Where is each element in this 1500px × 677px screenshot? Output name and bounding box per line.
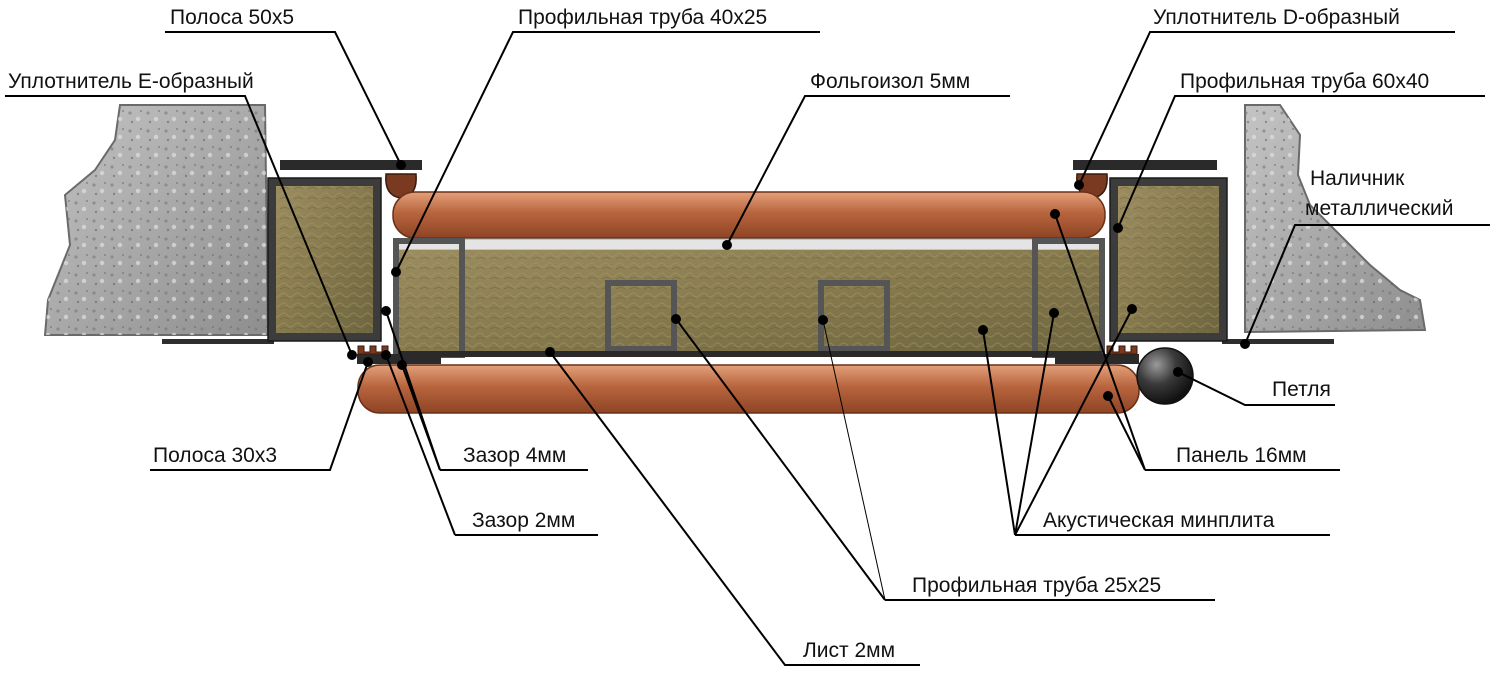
wood-panel-inner [357,364,1140,414]
door-leaf-body [398,250,1102,354]
label-foil-insulation: Фольгоизол 5мм [810,70,970,93]
foil-insulation-layer [397,238,1103,251]
leader-lines [5,31,1490,666]
wood-panel-outer [392,191,1106,239]
label-strip-50x5: Полоса 50х5 [170,6,294,29]
anchor-dots [347,160,1250,401]
label-seal-d: Уплотнитель D-образный [1153,6,1400,29]
seal-e-left [357,345,389,355]
metal-trim-left [162,339,274,344]
label-trim-line1: Наличник [1310,167,1405,190]
label-panel-16: Панель 16мм [1176,444,1307,467]
metal-trim-right [1222,339,1334,344]
label-sheet-2: Лист 2мм [803,639,895,662]
label-hinge: Петля [1272,378,1331,401]
strip-30x3-right [1055,354,1139,364]
label-strip-30x3: Полоса 30х3 [153,444,277,467]
label-acoustic-wool: Акустическая минплита [1043,509,1275,532]
strip-30x3-left [357,354,441,364]
label-profile-25x25: Профильная труба 25х25 [912,574,1161,597]
label-gap-2: Зазор 2мм [472,509,575,532]
label-profile-60x40: Профильная труба 60х40 [1180,70,1429,93]
label-profile-40x25: Профильная труба 40х25 [518,6,767,29]
label-trim-line2: металлический [1305,197,1454,220]
concrete-wall-right [1244,104,1427,334]
frame-profile-left [267,177,382,342]
label-gap-4: Зазор 4мм [463,444,566,467]
steel-sheet-2mm [398,351,1102,357]
concrete-wall-left [43,104,270,336]
strip-50x5-left [280,160,422,170]
hinge-knob [1136,347,1194,405]
label-seal-e: Уплотнитель Е-образный [8,70,254,93]
